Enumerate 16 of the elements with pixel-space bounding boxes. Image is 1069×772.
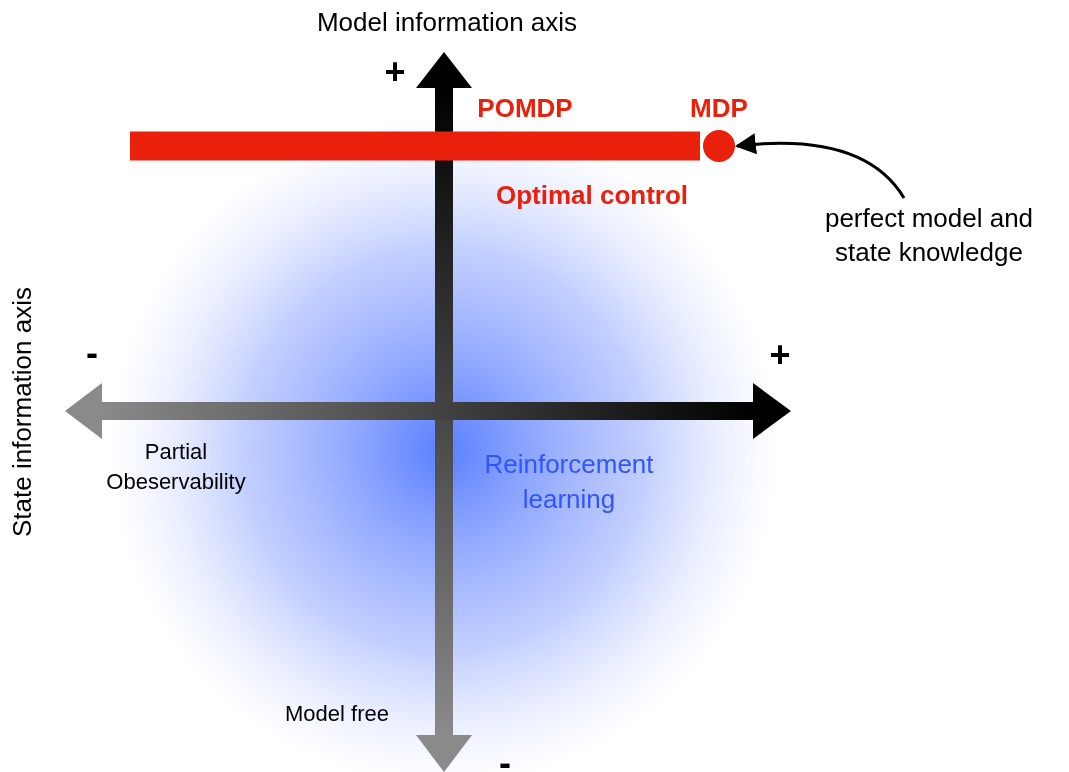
axis-title: Model information axis xyxy=(316,6,578,38)
state-label: MDP xyxy=(690,92,748,124)
state-dot xyxy=(703,130,735,162)
plus-sign: + xyxy=(769,334,791,376)
leader-arrow xyxy=(734,133,906,199)
region-label: Optimal control xyxy=(495,179,689,211)
annotation-text: perfect model and state knowledge xyxy=(799,202,1059,270)
axis-end-label: Partial Obeservability xyxy=(105,438,247,496)
spectrum-bar xyxy=(130,131,700,161)
region-label: POMDP xyxy=(477,92,573,124)
axis-title: State information axis xyxy=(6,287,38,537)
plus-sign: + xyxy=(384,51,406,93)
minus-sign: - xyxy=(499,742,511,772)
axis-end-label: Model free xyxy=(285,701,389,727)
region-label: Reinforcement learning xyxy=(483,447,655,516)
minus-sign: - xyxy=(86,332,98,374)
